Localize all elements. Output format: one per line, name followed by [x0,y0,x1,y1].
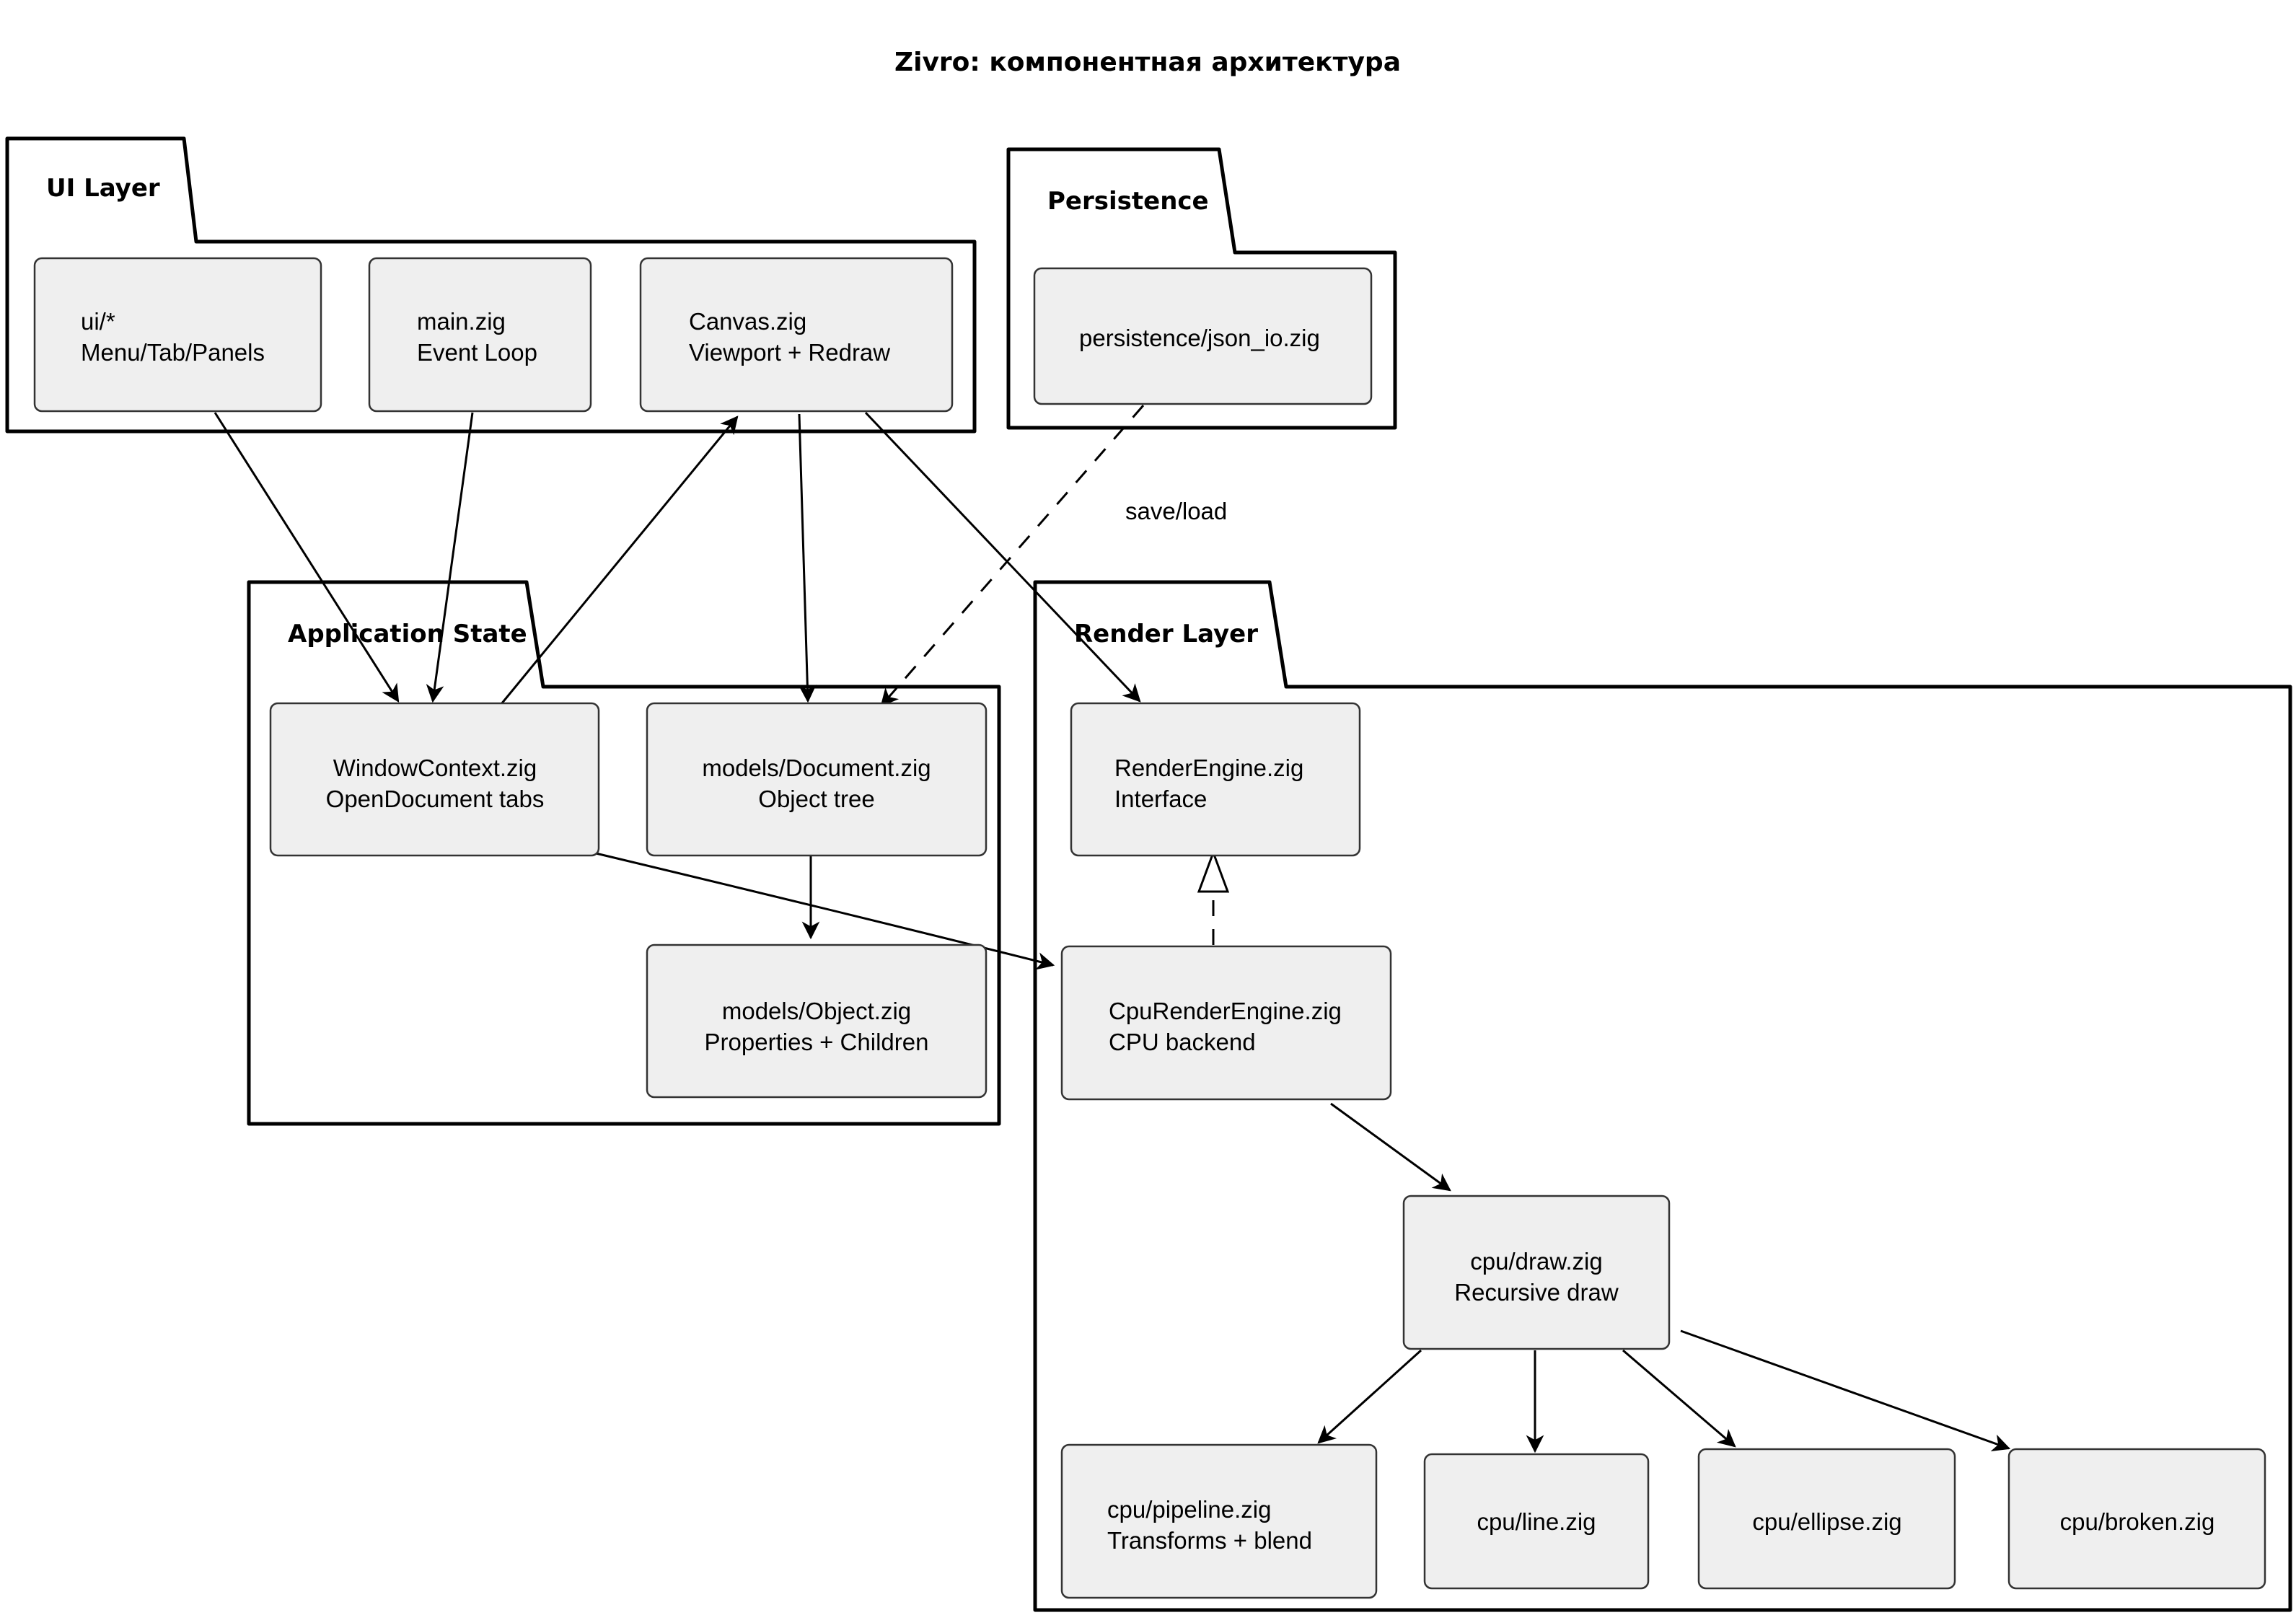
edge-canvas-to-document [798,413,817,703]
node-cpu-broken-box[interactable] [2007,1448,2266,1590]
node-cpu-pipeline-line2: Transforms + blend [1107,1527,1312,1554]
node-cpu-pipeline-line1: cpu/pipeline.zig [1107,1496,1272,1523]
node-window-context-box[interactable] [269,702,600,857]
node-main-zig-line1: main.zig [417,308,506,335]
node-render-engine[interactable]: RenderEngine.zig Interface [1070,702,1361,857]
node-main-zig-line2: Event Loop [417,339,537,366]
node-json-io[interactable]: persistence/json_io.zig [1033,267,1373,405]
edge-canvas-to-render-engine [864,411,1141,703]
node-cpu-ellipse-box[interactable] [1697,1448,1956,1590]
node-canvas-zig-box[interactable] [639,257,954,413]
node-ui-star[interactable]: ui/* Menu/Tab/Panels [33,257,322,413]
node-cpu-line-box[interactable] [1423,1453,1650,1590]
node-object[interactable]: models/Object.zig Properties + Children [646,944,988,1099]
node-cpu-line[interactable]: cpu/line.zig [1423,1453,1650,1590]
node-object-box[interactable] [646,944,988,1099]
node-cpu-render-engine[interactable]: CpuRenderEngine.zig CPU backend [1060,945,1392,1101]
node-document-line2: Object tree [758,786,874,812]
node-cpu-render-engine-line2: CPU backend [1109,1029,1256,1055]
node-cpu-draw-box[interactable] [1402,1195,1671,1350]
edge-cpu-draw-to-cpu-pipeline [1317,1349,1422,1444]
edge-cpu-render-engine-realizes-render-engine [1197,849,1230,945]
node-window-context-line1: WindowContext.zig [333,755,537,781]
node-ui-star-line1: ui/* [81,308,115,335]
node-cpu-render-engine-line1: CpuRenderEngine.zig [1109,998,1342,1024]
node-cpu-draw-line2: Recursive draw [1454,1279,1619,1306]
node-window-context[interactable]: WindowContext.zig OpenDocument tabs [269,702,600,857]
edge-cpu-draw-to-cpu-broken [1680,1329,2011,1452]
edge-main-to-window-context [426,412,474,703]
node-cpu-pipeline-box[interactable] [1060,1443,1378,1599]
node-render-engine-box[interactable] [1070,702,1361,857]
node-cpu-ellipse[interactable]: cpu/ellipse.zig [1697,1448,1956,1590]
node-cpu-broken-line1: cpu/broken.zig [2060,1508,2215,1535]
node-main-zig[interactable]: main.zig Event Loop [368,257,592,413]
package-ui-layer-label: UI Layer [46,174,160,203]
edge-json-io-to-document: save/load [880,405,1227,707]
node-object-line2: Properties + Children [705,1029,929,1055]
node-document[interactable]: models/Document.zig Object tree [646,702,988,857]
node-cpu-pipeline[interactable]: cpu/pipeline.zig Transforms + blend [1060,1443,1378,1599]
package-persistence-label: Persistence [1047,187,1209,216]
node-document-box[interactable] [646,702,988,857]
page-title: Zivro: компонентная архитектура [894,48,1401,77]
node-canvas-zig-line1: Canvas.zig [689,308,806,335]
node-cpu-line-line1: cpu/line.zig [1477,1508,1596,1535]
edge-window-context-to-canvas [496,415,739,709]
node-render-engine-line1: RenderEngine.zig [1114,755,1303,781]
node-canvas-zig-line2: Viewport + Redraw [689,339,890,366]
node-object-line1: models/Object.zig [722,998,911,1024]
hollow-triangle-icon [1197,849,1230,893]
node-window-context-line2: OpenDocument tabs [326,786,545,812]
edge-window-context-to-cpu-render-engine [592,851,1055,970]
node-main-zig-box[interactable] [368,257,592,413]
edge-ui-star-to-window-context [214,412,400,703]
node-cpu-draw-line1: cpu/draw.zig [1470,1248,1602,1275]
node-cpu-broken[interactable]: cpu/broken.zig [2007,1448,2266,1590]
edge-cpu-draw-to-cpu-ellipse [1622,1349,1736,1448]
node-cpu-draw[interactable]: cpu/draw.zig Recursive draw [1402,1195,1671,1350]
node-canvas-zig[interactable]: Canvas.zig Viewport + Redraw [639,257,954,413]
node-cpu-ellipse-line1: cpu/ellipse.zig [1752,1508,1901,1535]
node-document-line1: models/Document.zig [702,755,931,781]
edge-label-save-load: save/load [1125,498,1227,524]
package-application-state-label: Application State [288,620,527,648]
edge-cpu-render-engine-to-cpu-draw [1330,1102,1451,1192]
node-ui-star-box[interactable] [33,257,322,413]
node-json-io-line1: persistence/json_io.zig [1079,325,1320,351]
package-render-layer-label: Render Layer [1074,620,1258,648]
node-json-io-box[interactable] [1033,267,1373,405]
node-cpu-render-engine-box[interactable] [1060,945,1392,1101]
node-render-engine-line2: Interface [1114,786,1207,812]
node-ui-star-line2: Menu/Tab/Panels [81,339,265,366]
